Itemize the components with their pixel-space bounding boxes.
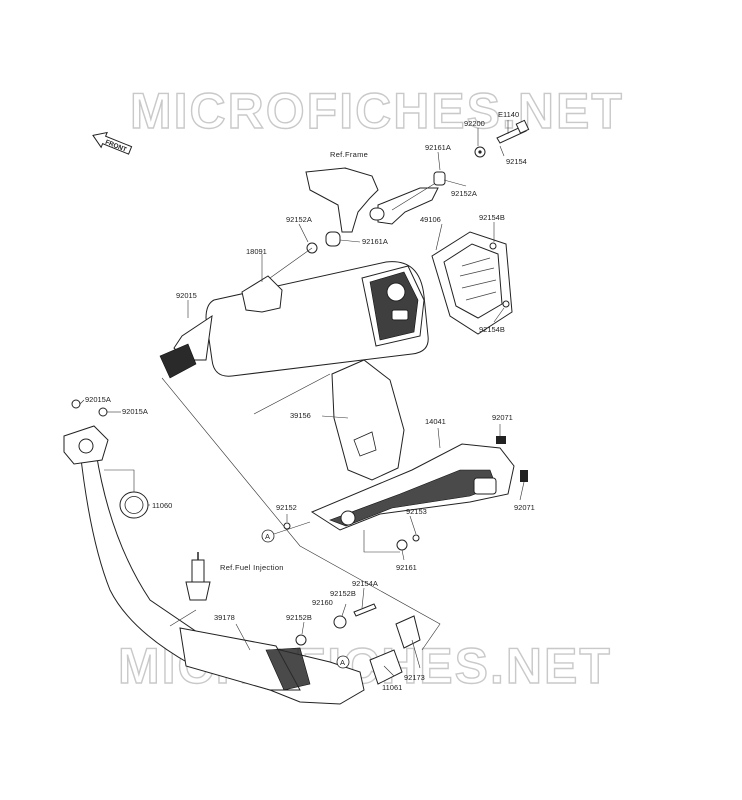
label-92161a-top: 92161A bbox=[425, 143, 451, 152]
label-92152a-mid: 92152A bbox=[286, 215, 312, 224]
label-92152a-top: 92152A bbox=[451, 189, 477, 198]
clamp-92173-part bbox=[395, 615, 421, 649]
heat-insulator-39156-part bbox=[331, 359, 405, 481]
label-92154b-top: 92154B bbox=[479, 213, 505, 222]
collar-92161a-top-part bbox=[433, 171, 446, 186]
label-49106: 49106 bbox=[420, 215, 441, 224]
label-39178: 39178 bbox=[214, 613, 235, 622]
bolt-92154b-bot-part bbox=[502, 300, 510, 308]
frame-bracket-part bbox=[305, 167, 439, 233]
heat-insulator-39156-cutout bbox=[353, 431, 377, 457]
cover-14041-part bbox=[310, 443, 515, 531]
label-92152b-2: 92152B bbox=[286, 613, 312, 622]
label-92153: 92153 bbox=[406, 507, 427, 516]
watermark-top: MICROFICHES.NET bbox=[130, 83, 624, 139]
label-11060: 11060 bbox=[152, 501, 172, 510]
label-39156: 39156 bbox=[290, 411, 311, 420]
nut-92015a-1-part bbox=[71, 399, 81, 409]
spring-92071-bot-icon bbox=[520, 470, 528, 482]
callout-a-upper-icon bbox=[261, 529, 275, 543]
callout-a-lower-text: A bbox=[340, 658, 345, 667]
label-11061: 11061 bbox=[382, 683, 402, 692]
ref-fuel-injection-label: Ref.Fuel Injection bbox=[220, 563, 284, 572]
spring-92071-top-icon bbox=[496, 436, 506, 444]
gasket-11061-part bbox=[369, 649, 403, 685]
label-92071-top: 92071 bbox=[492, 413, 513, 422]
damper-92160-part bbox=[333, 615, 347, 629]
front-arrow-icon: FRONT bbox=[92, 131, 133, 155]
gasket-11060-hole bbox=[124, 496, 144, 514]
label-92152b-1: 92152B bbox=[330, 589, 356, 598]
damper-92161a-mid-part bbox=[325, 231, 341, 247]
label-92200: 92200 bbox=[464, 119, 485, 128]
label-92154b-bot: 92154B bbox=[479, 325, 505, 334]
label-18091: 18091 bbox=[246, 247, 267, 256]
nut-92161-part bbox=[396, 539, 408, 551]
label-92015a-1: 92015A bbox=[85, 395, 111, 404]
oxygen-sensor-part bbox=[185, 552, 211, 601]
bolt-92152-part bbox=[283, 522, 291, 530]
washer-92200-hole bbox=[478, 150, 482, 154]
callout-a-upper-text: A bbox=[265, 532, 270, 541]
label-92173: 92173 bbox=[404, 673, 425, 682]
leader-lines bbox=[79, 120, 525, 677]
label-92161: 92161 bbox=[396, 563, 417, 572]
label-92161a-mid: 92161A bbox=[362, 237, 388, 246]
label-92154: 92154 bbox=[506, 157, 527, 166]
label-92015: 92015 bbox=[176, 291, 197, 300]
bolt-92154a-part bbox=[353, 603, 377, 617]
nut-92015a-2-part bbox=[98, 407, 108, 417]
flange-hole bbox=[78, 438, 94, 454]
muffler-18091-part bbox=[159, 261, 429, 379]
label-92154a: 92154A bbox=[352, 579, 378, 588]
exhaust-pipe-39178-part bbox=[79, 449, 365, 705]
label-14041: 14041 bbox=[425, 417, 446, 426]
label-92071-bot: 92071 bbox=[514, 503, 535, 512]
bolt-92153-part bbox=[412, 534, 420, 542]
label-92015a-2: 92015A bbox=[122, 407, 148, 416]
callout-a-lower-icon bbox=[336, 655, 350, 669]
bolt-92154b-top-part bbox=[489, 242, 497, 250]
collar-92152b-2-part bbox=[295, 634, 307, 646]
label-92160: 92160 bbox=[312, 598, 333, 607]
label-92152: 92152 bbox=[276, 503, 297, 512]
label-e1140: E1140 bbox=[498, 110, 519, 119]
ref-frame-label: Ref.Frame bbox=[330, 150, 368, 159]
bolt-e1140-part bbox=[496, 119, 530, 144]
heat-guard-49106-part bbox=[431, 231, 513, 335]
